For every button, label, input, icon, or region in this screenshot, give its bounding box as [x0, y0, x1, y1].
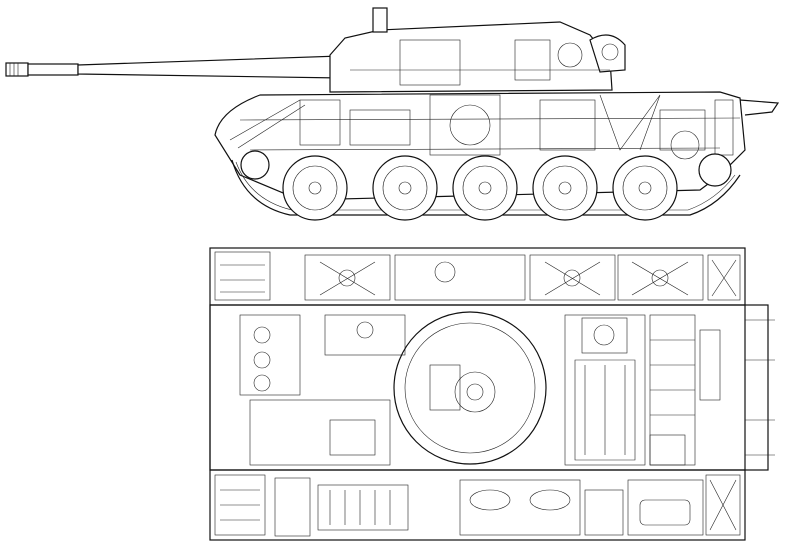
- turret: [329, 7, 626, 93]
- turret-ring: [393, 311, 547, 465]
- hull: [214, 91, 780, 201]
- interior: [239, 311, 775, 466]
- fender-bottom: [214, 474, 741, 537]
- side-view: [5, 7, 780, 221]
- gun-barrel: [5, 55, 343, 79]
- road-wheels: [240, 150, 732, 221]
- fender-top: [214, 251, 741, 301]
- running-gear: [231, 150, 741, 221]
- hull-outline: [209, 247, 746, 541]
- top-view: [209, 247, 775, 541]
